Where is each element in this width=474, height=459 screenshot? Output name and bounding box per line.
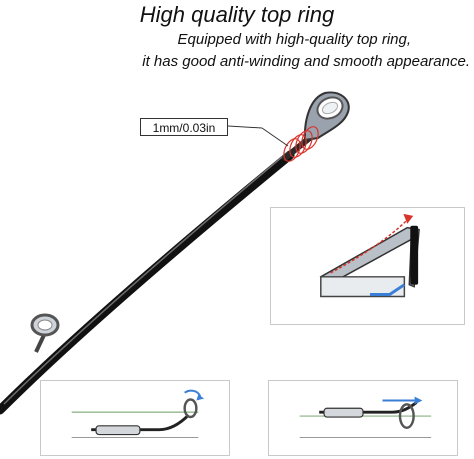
wrap-coils [283,126,319,162]
blue-arrow-icon [184,389,202,397]
page-title: High quality top ring [139,2,335,27]
red-arrow-icon [330,219,408,274]
measure-leader [227,125,263,129]
rod-body [0,150,295,415]
measure-leader-2 [261,127,289,147]
rod-highlight [3,151,289,405]
measure-label: 1mm/0.03in [140,118,228,136]
guide-ring-icon [30,313,60,353]
winding-diagram-left [40,380,230,456]
ring-detail-panel [270,207,465,325]
subtitle-line-1: Equipped with high-quality top ring, [177,31,411,48]
subtitle-line-2: it has good anti-winding and smooth appe… [142,53,470,70]
blue-arrow-icon [369,283,406,296]
winding-diagram-right [268,380,458,456]
